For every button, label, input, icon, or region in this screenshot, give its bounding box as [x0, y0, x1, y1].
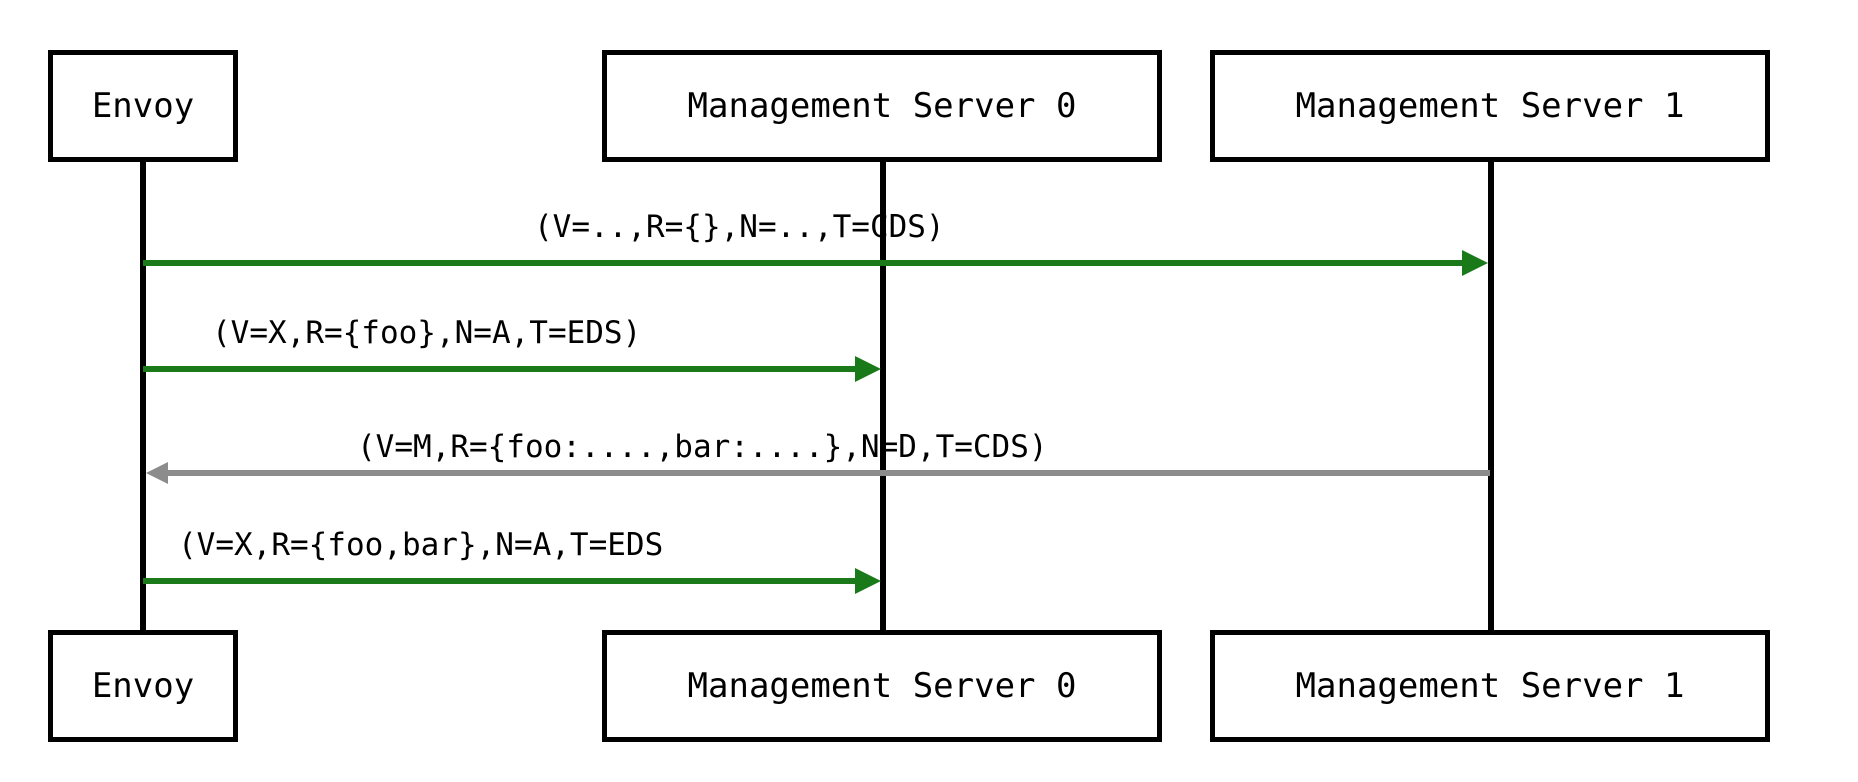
lifeline-management-server-0 [880, 160, 886, 630]
message-line-1 [143, 260, 1465, 266]
message-label-4: (V=X,R={foo,bar},N=A,T=EDS [178, 527, 664, 563]
message-arrowhead-4 [855, 568, 881, 594]
message-label-2: (V=X,R={foo},N=A,T=EDS) [212, 315, 642, 351]
message-label-1: (V=..,R={},N=..,T=CDS) [534, 209, 945, 245]
message-arrowhead-3 [146, 462, 168, 484]
lifeline-envoy [140, 160, 146, 630]
message-label-3: (V=M,R={foo:....,bar:....},N=D,T=CDS) [357, 429, 1048, 465]
participant-header-envoy[interactable]: Envoy [48, 50, 238, 162]
message-line-4 [143, 578, 858, 584]
message-line-2 [143, 366, 858, 372]
lifeline-management-server-1 [1488, 160, 1494, 630]
message-line-3 [168, 470, 1490, 476]
participant-header-management-server-0[interactable]: Management Server 0 [602, 50, 1162, 162]
message-arrowhead-2 [855, 356, 881, 382]
participant-footer-management-server-0[interactable]: Management Server 0 [602, 630, 1162, 742]
participant-header-management-server-1[interactable]: Management Server 1 [1210, 50, 1770, 162]
participant-footer-management-server-1[interactable]: Management Server 1 [1210, 630, 1770, 742]
message-arrowhead-1 [1462, 250, 1488, 276]
participant-footer-envoy[interactable]: Envoy [48, 630, 238, 742]
